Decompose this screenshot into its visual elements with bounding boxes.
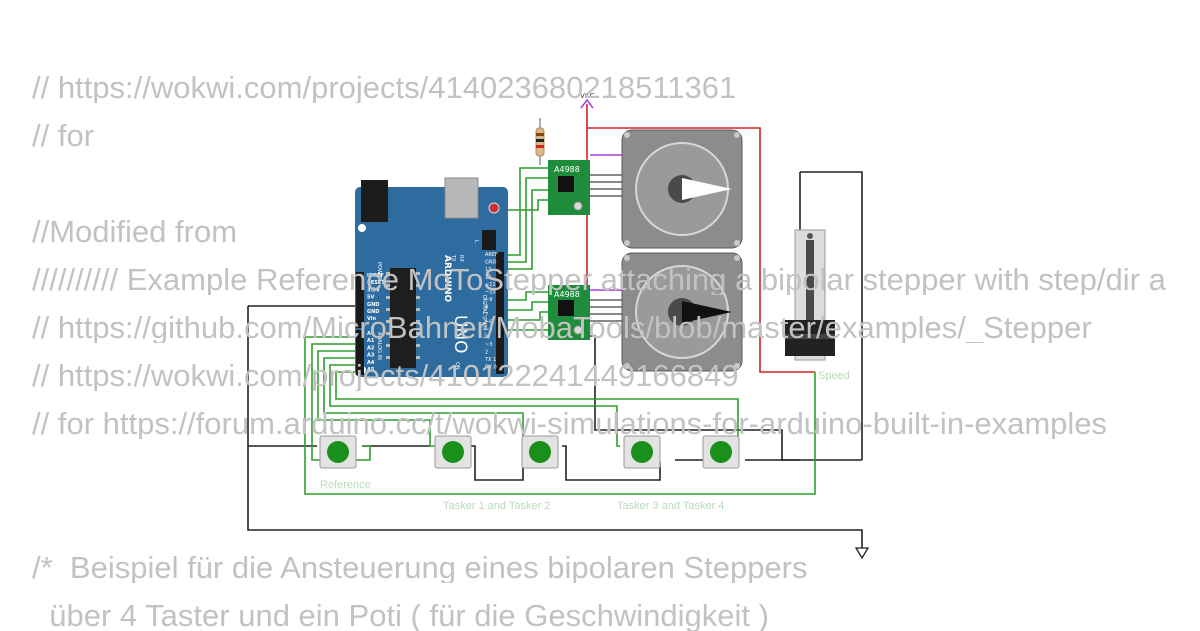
wire-en-1: [508, 189, 548, 270]
button-tasker-1[interactable]: [434, 435, 472, 469]
wire-en-2: [508, 311, 548, 321]
wire-ground-driver: [590, 335, 800, 461]
analog-header: [356, 330, 364, 375]
pin-label: ~3: [485, 342, 492, 348]
led-label-rx: RX: [458, 255, 464, 262]
button-tasker-2[interactable]: [521, 435, 559, 469]
pin-label: A2: [367, 345, 375, 351]
pin-label: 2: [485, 350, 488, 356]
pin-label: 8: [485, 305, 488, 311]
pin-label: ~6: [485, 320, 492, 326]
usb-port: [444, 177, 479, 219]
buttons-group-1-label: Tasker 1 and Tasker 2: [443, 500, 550, 512]
wire-pot-signal: [304, 336, 816, 495]
pin-label: 13: [485, 267, 491, 273]
code-line-1[interactable]: // https://wokwi.com/projects/4140236802…: [32, 72, 737, 103]
wire-ground-main: [247, 305, 863, 548]
pin-label: GND: [367, 309, 379, 315]
driver-top-label: A4988: [554, 165, 580, 174]
code-line-10[interactable]: /* Beispiel für die Ansteuerung eines bi…: [32, 552, 808, 583]
pin-label: ~5: [485, 327, 492, 333]
power-title: POWER: [376, 262, 382, 281]
pin-label: GND: [485, 260, 497, 266]
wire-button-2: [323, 357, 524, 446]
led-label-l: L: [473, 240, 479, 243]
pin-label: GND: [367, 302, 379, 308]
wire-ground-b2: [470, 445, 524, 481]
code-line-4[interactable]: //Modified from: [32, 216, 238, 247]
buttons-group-2-label: Tasker 3 and Tasker 4: [617, 500, 724, 512]
slide-potentiometer-icon[interactable]: Speed: [785, 229, 850, 382]
wire-dir-2: [508, 301, 548, 311]
wire-button-3: [329, 364, 620, 447]
digital-title: DIGITAL (PWM ~): [481, 295, 487, 338]
wire-step-1: [508, 167, 548, 256]
power-header: [356, 272, 364, 328]
arduino-brand: ARDUINO: [442, 255, 452, 303]
pin-label: Vin: [367, 316, 376, 322]
code-line-7[interactable]: // https://wokwi.com/projects/4101222414…: [32, 360, 739, 391]
button-reference-label: Reference: [320, 479, 371, 491]
wire-vcc-potentiometer: [587, 127, 815, 373]
pin-label: A4: [367, 360, 375, 366]
vcc-label: VCC: [580, 92, 595, 100]
pin-label: A0: [367, 331, 375, 337]
uno-label: UNO: [450, 315, 470, 354]
wires: [247, 104, 863, 548]
button-tasker-3[interactable]: [623, 435, 661, 469]
wire-ground-b3: [562, 445, 661, 481]
pin-label: A3: [367, 353, 375, 359]
code-line-5[interactable]: ////////// Example Reference MoToStepper…: [32, 264, 1167, 295]
pin-label: TX 1: [484, 357, 496, 363]
button-tasker-4[interactable]: [702, 435, 740, 469]
pin-label: A5: [367, 367, 375, 373]
ground-symbol-icon: [854, 547, 870, 560]
pin-label: IOREF: [367, 273, 384, 279]
driver-bottom-label: A4988: [554, 290, 580, 299]
wire-button-4: [335, 371, 739, 446]
code-line-11[interactable]: über 4 Taster und ein Poti ( für die Ges…: [32, 600, 769, 631]
pin-label: 12: [485, 275, 491, 281]
pin-label: RESET: [367, 280, 385, 286]
driver-top[interactable]: A4988: [548, 160, 590, 215]
stepper-motor-icon[interactable]: [621, 129, 743, 249]
code-line-2[interactable]: // for: [32, 120, 95, 151]
led-label-tx: TX: [450, 254, 456, 262]
pin-label: ~10: [485, 290, 496, 296]
resistor-icon[interactable]: [535, 118, 545, 165]
potentiometer-label: Speed: [818, 370, 850, 382]
atmega-chip: [390, 268, 416, 368]
wire-dir-1: [508, 177, 548, 263]
analog-title: ANALOG IN: [376, 332, 382, 360]
dc-jack: [361, 180, 388, 222]
driver-motor-leads: [590, 174, 622, 322]
pin-label: 5V: [367, 295, 374, 301]
wire-ground-pot: [800, 171, 863, 460]
pin-label: AREF: [485, 252, 498, 258]
driver-bottom[interactable]: A4988: [548, 285, 590, 340]
button-reference[interactable]: Reference: [319, 435, 371, 491]
vcc-symbol-icon: VCC: [580, 92, 595, 109]
pin-label: ~9: [485, 297, 492, 303]
pin-label: 7: [485, 312, 488, 318]
pin-label: 4: [485, 335, 488, 341]
pin-label: A1: [367, 338, 375, 344]
code-line-6[interactable]: // https://github.com/MicroBahner/MobaTo…: [32, 312, 1092, 343]
stepper-motor-icon[interactable]: [621, 252, 743, 372]
pin-label: RX 0: [485, 365, 497, 371]
digital-header: [496, 252, 504, 374]
pin-label: 3.3V: [367, 287, 380, 293]
pin-label: ~11: [485, 282, 496, 288]
code-line-8[interactable]: // for https://forum.arduino.cc/t/wokwi-…: [32, 408, 1108, 439]
wire-step-2: [508, 291, 548, 301]
on-label: ON: [454, 362, 460, 370]
reset-button-icon[interactable]: [488, 202, 500, 214]
